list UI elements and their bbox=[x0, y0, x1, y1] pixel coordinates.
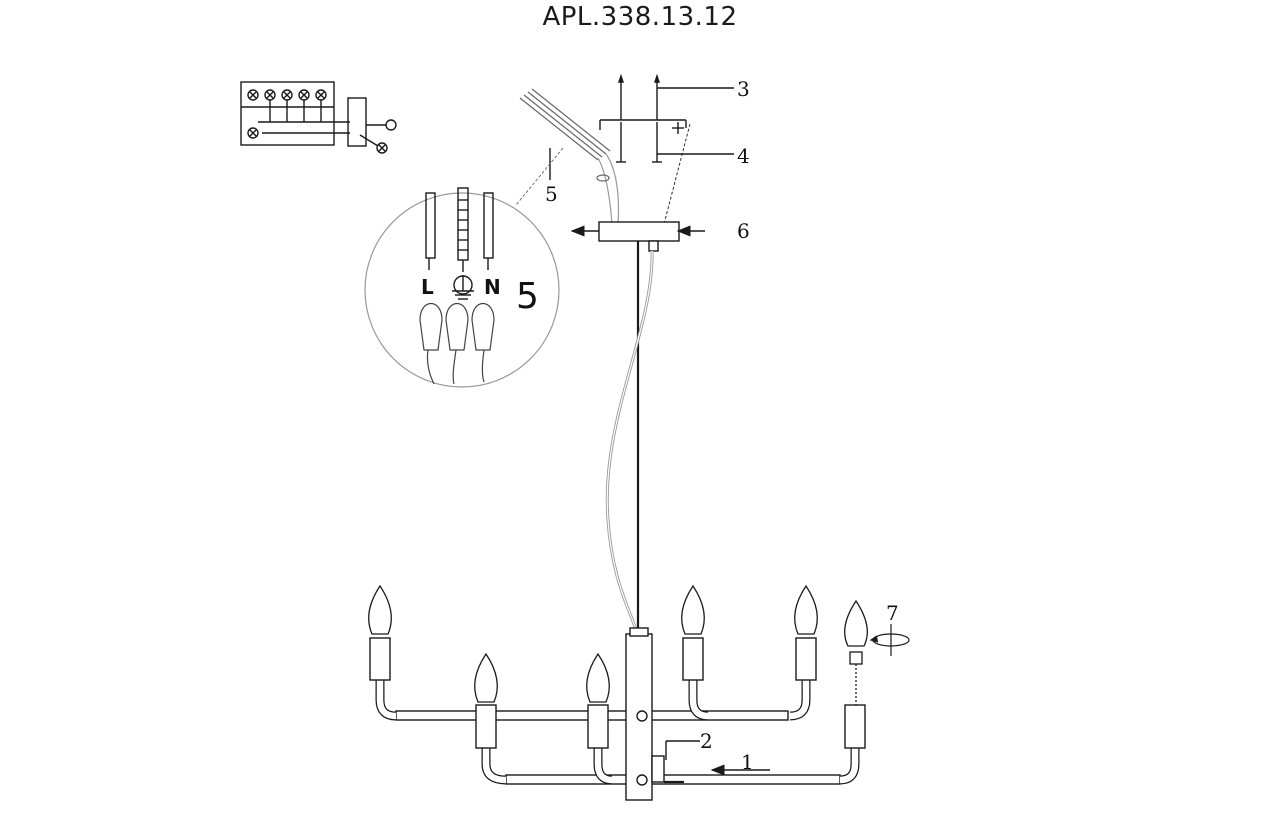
wire-label-live: L bbox=[421, 275, 434, 299]
callout-2: 2 bbox=[700, 729, 713, 753]
callout-5: 5 bbox=[545, 182, 558, 206]
ground-symbol-icon bbox=[452, 275, 474, 300]
candle-bulb-icon bbox=[794, 584, 818, 635]
callout-4: 4 bbox=[737, 144, 750, 168]
terminal-block-icon bbox=[240, 81, 397, 154]
callout-1: 1 bbox=[741, 750, 754, 774]
wire-connection-detail: L N 5 bbox=[364, 187, 560, 388]
socket bbox=[369, 637, 391, 681]
candle-bulb-icon bbox=[474, 652, 498, 703]
callout-6: 6 bbox=[737, 219, 750, 243]
socket bbox=[587, 704, 609, 749]
detail-number: 5 bbox=[516, 276, 539, 317]
callout-3: 3 bbox=[737, 77, 750, 101]
candle-bulb-icon bbox=[844, 599, 868, 647]
socket bbox=[795, 637, 817, 681]
diagram-title: APL.338.13.12 bbox=[542, 2, 738, 32]
candle-bulb-icon bbox=[586, 652, 610, 703]
candle-bulb-icon bbox=[368, 584, 392, 635]
candle-bulb-icon bbox=[681, 584, 705, 635]
rotate-arrow-icon bbox=[869, 624, 910, 656]
socket bbox=[682, 637, 704, 681]
socket bbox=[844, 704, 866, 749]
canopy bbox=[598, 221, 680, 242]
callout-7: 7 bbox=[886, 601, 899, 625]
socket bbox=[475, 704, 497, 749]
wire-label-neutral: N bbox=[484, 275, 501, 299]
